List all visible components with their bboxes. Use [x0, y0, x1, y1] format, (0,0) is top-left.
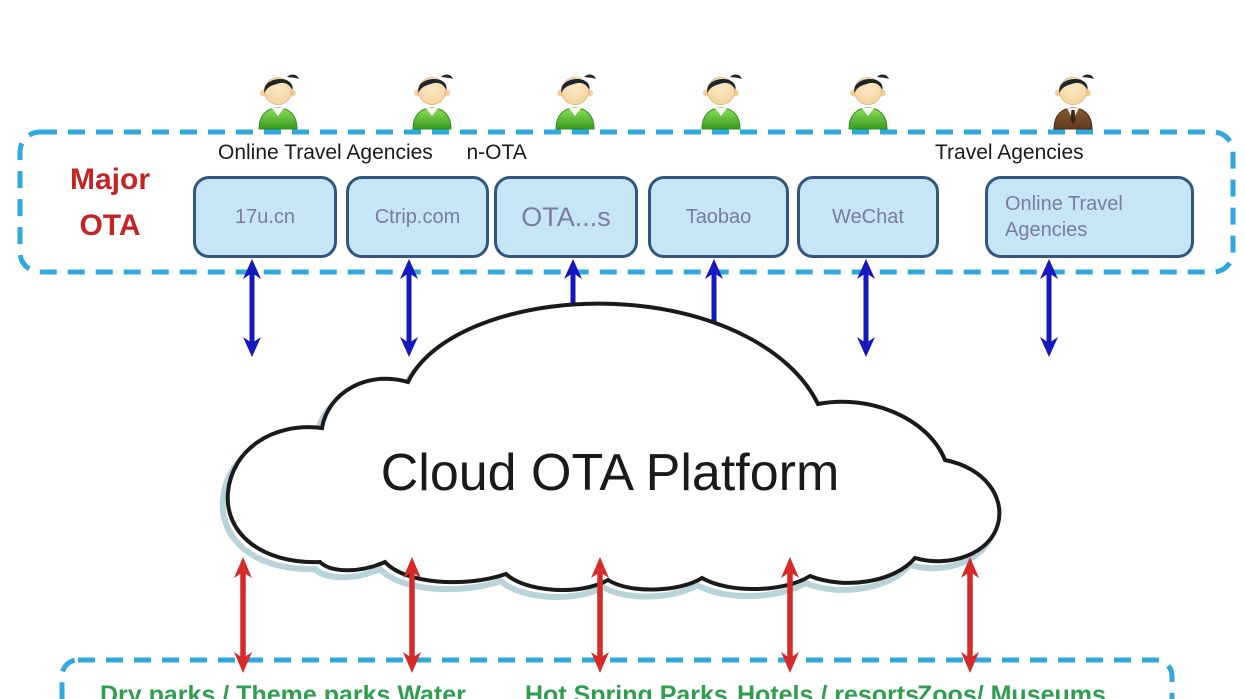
red-double-arrow — [781, 557, 799, 673]
caption-online-travel-agencies: Online Travel Agencies n-OTA — [218, 141, 527, 165]
blue-double-arrow — [1040, 259, 1058, 357]
ota-box-label: Ctrip.com — [374, 205, 461, 228]
cloud-shape: Cloud OTA Platform — [219, 301, 1002, 600]
major-ota-line2: OTA — [79, 209, 141, 242]
major-ota-line1: Major — [69, 163, 150, 196]
person-icon — [555, 74, 596, 130]
major-ota-group-border — [17, 129, 1236, 275]
ota-box-label: 17u.cn — [234, 205, 296, 228]
person-suit-icon — [1053, 74, 1094, 130]
ota-box-label: WeChat — [832, 205, 904, 228]
ota-box-taobao: Taobao — [648, 176, 789, 258]
caption-n-ota: n-OTA — [466, 141, 527, 164]
supplier-label-hotels: Hotels / resorts — [737, 681, 920, 699]
ota-box-online-travel-agencies: Online Travel Agencies — [985, 176, 1194, 258]
red-double-arrow — [234, 557, 252, 673]
suppliers-group-border — [59, 657, 1175, 699]
caption-left-text: Online Travel Agencies — [218, 141, 433, 164]
person-icon — [848, 74, 889, 130]
blue-double-arrow — [400, 259, 418, 357]
ota-box-label: Taobao — [685, 205, 752, 228]
ota-box-label: Online Travel Agencies — [1005, 193, 1123, 241]
blue-double-arrow — [243, 259, 261, 357]
blue-double-arrow — [857, 259, 875, 357]
person-icon — [701, 74, 742, 130]
ota-box-ctrip: Ctrip.com — [346, 176, 489, 258]
cloud-title: Cloud OTA Platform — [381, 444, 840, 502]
ota-box-wechat: WeChat — [797, 176, 939, 258]
person-icon — [412, 74, 453, 130]
caption-travel-agencies: Travel Agencies — [935, 141, 1084, 164]
person-icon — [258, 74, 299, 130]
red-double-arrow — [403, 557, 421, 673]
supplier-label-zoos: Zoos/ Museums — [917, 681, 1106, 699]
supplier-label-hot-springs: Hot Spring Parks — [525, 681, 728, 699]
major-ota-label: Major OTA — [42, 157, 178, 249]
red-double-arrow — [961, 557, 979, 673]
red-double-arrow — [591, 557, 609, 673]
ota-box-label: OTA...s — [521, 201, 611, 232]
supplier-label-parks: Dry parks / Theme parks Water — [100, 681, 466, 699]
ota-box-17u: 17u.cn — [193, 176, 337, 258]
ota-box-other-otas: OTA...s — [494, 176, 638, 258]
